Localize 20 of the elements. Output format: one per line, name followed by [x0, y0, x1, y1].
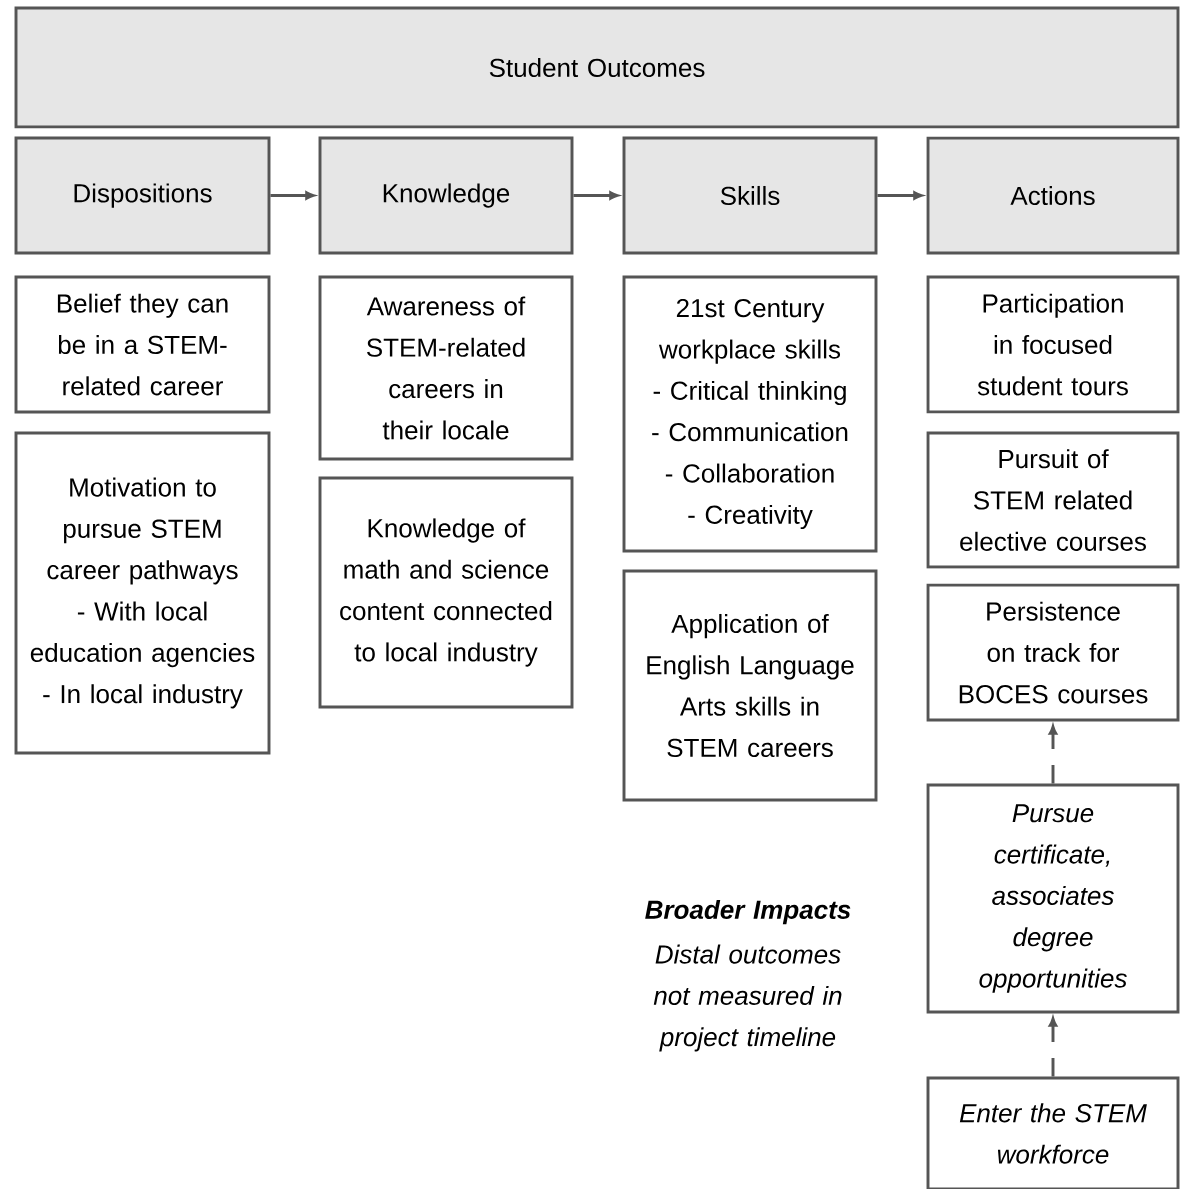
outcome-box: Belief they can be in a STEM-related career [14, 275, 271, 414]
outcome-box: Participation in focused student tours [926, 275, 1180, 414]
outcome-box: Enter the STEM workforce [926, 1076, 1180, 1189]
category-box: Skills [622, 136, 878, 255]
category-box: Knowledge [318, 136, 574, 255]
outcome-box: Application of English Language Arts skills in STEM careers [622, 569, 878, 802]
arrow [1048, 1017, 1058, 1077]
outcome-box: Pursuit of STEM related elective courses [926, 431, 1180, 569]
category-box: Actions [926, 136, 1180, 255]
impact-heading: Broader Impacts [645, 899, 851, 925]
arrow [1048, 725, 1058, 784]
header-box: Student Outcomes [14, 6, 1180, 129]
outcome-box: Knowledge of math and science content connected to local industry [318, 476, 574, 709]
impact-note: Distal outcomes not measured in project timeline [653, 944, 842, 1052]
outcome-box: Pursue certificate, associates degree opportunities [926, 783, 1180, 1014]
category-box: Dispositions [14, 136, 271, 255]
outcome-box: 21st Century workplace skills - Critical thinking - Communication - Collaboration - Creativity [622, 275, 878, 553]
outcome-box: Persistence on track for BOCES courses [926, 583, 1180, 722]
outcome-box: Motivation to pursue STEM career pathways - With local education agencies - In local industry [14, 431, 271, 755]
outcome-box: Awareness of STEM-related careers in their locale [318, 275, 574, 461]
